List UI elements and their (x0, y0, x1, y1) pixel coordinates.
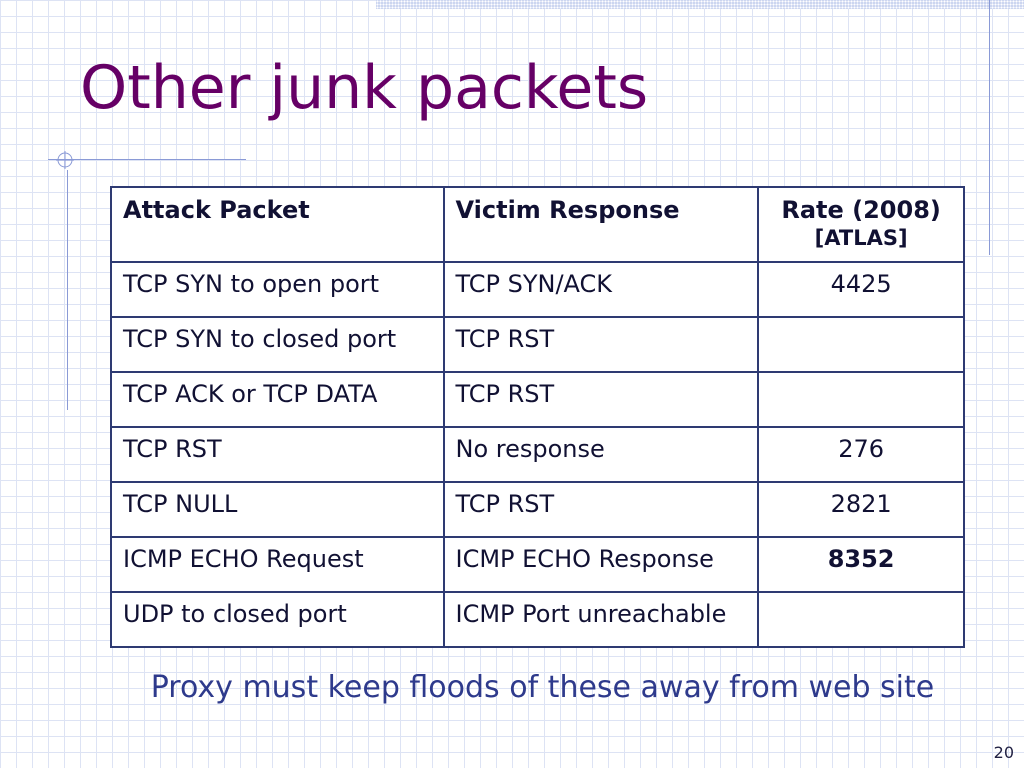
victim-response-cell: ICMP Port unreachable (442, 591, 760, 648)
rate-cell-highlighted: 8352 (757, 536, 965, 593)
attack-packet-cell: UDP to closed port (110, 591, 445, 648)
title-underline-decoration (48, 159, 246, 160)
table-row: TCP SYN to open port TCP SYN/ACK 4425 (110, 261, 965, 318)
top-decorative-band (376, 0, 1024, 9)
header-rate: Rate (2008) [ATLAS] (757, 186, 965, 263)
header-rate-label: Rate (2008) (781, 196, 941, 224)
table-row: TCP ACK or TCP DATA TCP RST (110, 371, 965, 428)
header-attack-packet: Attack Packet (110, 186, 445, 263)
rate-cell (757, 371, 965, 428)
rate-cell: 276 (757, 426, 965, 483)
left-decorative-line (67, 170, 68, 410)
attack-packet-cell: ICMP ECHO Request (110, 536, 445, 593)
table-header-row: Attack Packet Victim Response Rate (2008… (110, 186, 965, 263)
rate-cell: 4425 (757, 261, 965, 318)
page-number: 20 (993, 743, 1014, 762)
crosshair-icon (56, 151, 74, 169)
rate-cell (757, 591, 965, 648)
slide-caption: Proxy must keep floods of these away fro… (150, 670, 935, 705)
victim-response-cell: TCP SYN/ACK (442, 261, 760, 318)
slide-title: Other junk packets (80, 53, 649, 123)
header-rate-source: [ATLAS] (814, 226, 908, 250)
table-row: TCP SYN to closed port TCP RST (110, 316, 965, 373)
victim-response-cell: TCP RST (442, 481, 760, 538)
attack-packet-cell: TCP SYN to closed port (110, 316, 445, 373)
attack-packet-cell: TCP ACK or TCP DATA (110, 371, 445, 428)
attack-packet-cell: TCP NULL (110, 481, 445, 538)
right-decorative-line (989, 0, 990, 255)
junk-packets-table: Attack Packet Victim Response Rate (2008… (110, 186, 965, 648)
table-row: TCP RST No response 276 (110, 426, 965, 483)
table-row: TCP NULL TCP RST 2821 (110, 481, 965, 538)
attack-packet-cell: TCP SYN to open port (110, 261, 445, 318)
rate-cell (757, 316, 965, 373)
victim-response-cell: TCP RST (442, 371, 760, 428)
header-victim-response: Victim Response (442, 186, 760, 263)
victim-response-cell: TCP RST (442, 316, 760, 373)
table-row: ICMP ECHO Request ICMP ECHO Response 835… (110, 536, 965, 593)
victim-response-cell: ICMP ECHO Response (442, 536, 760, 593)
attack-packet-cell: TCP RST (110, 426, 445, 483)
rate-cell: 2821 (757, 481, 965, 538)
table-row: UDP to closed port ICMP Port unreachable (110, 591, 965, 648)
victim-response-cell: No response (442, 426, 760, 483)
